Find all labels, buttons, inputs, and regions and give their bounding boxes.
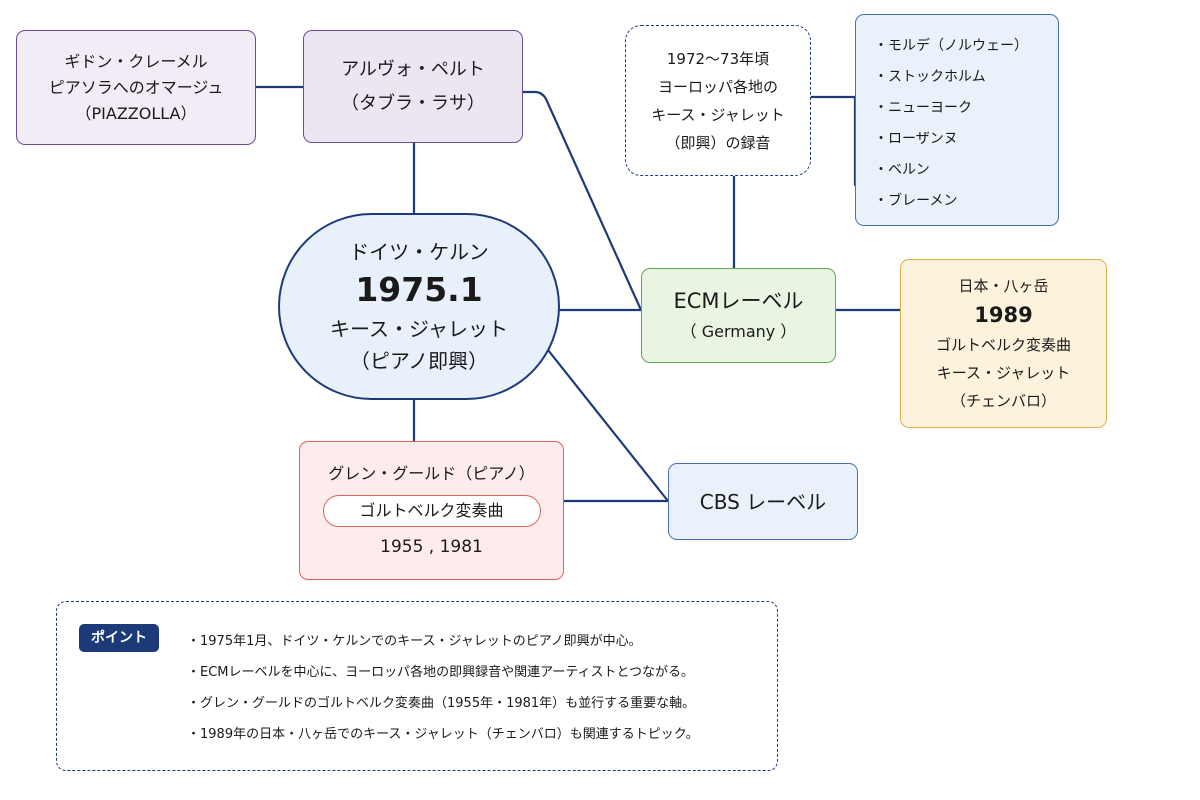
part-album: （タブラ・ラサ） bbox=[341, 92, 485, 114]
link-center-cbs bbox=[546, 348, 670, 503]
recording-type: （即興）の録音 bbox=[665, 133, 771, 152]
node-cbs-label: CBS レーベル bbox=[668, 463, 858, 540]
node-recordings-note: 1972～73年頃 ヨーロッパ各地の キース・ジャレット （即興）の録音 bbox=[625, 25, 811, 176]
points-list: ・1975年1月、ドイツ・ケルンでのキース・ジャレットのピアノ即興が中心。 ・E… bbox=[187, 626, 699, 750]
ecm-country: （ Germany ） bbox=[680, 321, 797, 341]
points-panel: ポイント ・1975年1月、ドイツ・ケルンでのキース・ジャレットのピアノ即興が中… bbox=[56, 601, 778, 771]
yatsugatake-artist: キース・ジャレット bbox=[936, 363, 1071, 382]
part-artist: アルヴォ・ペルト bbox=[341, 58, 485, 80]
ecm-name: ECMレーベル bbox=[673, 288, 804, 313]
link-recording-cities bbox=[809, 95, 857, 187]
center-node-koln-concert: ドイツ・ケルン 1975.1 キース・ジャレット （ピアノ即興） bbox=[278, 213, 560, 400]
gould-years: 1955 , 1981 bbox=[380, 536, 483, 557]
node-ecm-label: ECMレーベル （ Germany ） bbox=[641, 268, 836, 363]
yatsugatake-year: 1989 bbox=[974, 302, 1033, 327]
center-artist: キース・ジャレット bbox=[330, 316, 508, 341]
point-item: ・ECMレーベルを中心に、ヨーロッパ各地の即興録音や関連アーティストとつながる。 bbox=[187, 665, 695, 680]
point-item: ・1989年の日本・八ヶ岳でのキース・ジャレット（チェンバロ）も関連するトピック… bbox=[187, 727, 699, 742]
yatsugatake-work: ゴルトベルク変奏曲 bbox=[935, 335, 1071, 354]
gould-work-pill: ゴルトベルク変奏曲 bbox=[322, 494, 541, 527]
link-part-ecm bbox=[521, 90, 643, 312]
kremer-artist: ギドン・クレーメル bbox=[64, 51, 208, 71]
gould-artist: グレン・グールド（ピアノ） bbox=[328, 463, 535, 483]
point-item: ・1975年1月、ドイツ・ケルンでのキース・ジャレットのピアノ即興が中心。 bbox=[187, 634, 642, 649]
city-item: ・ニューヨーク bbox=[874, 100, 972, 116]
city-item: ・モルデ（ノルウェー） bbox=[874, 38, 1028, 54]
recording-places: ヨーロッパ各地の bbox=[657, 77, 778, 96]
node-yatsugatake: 日本・八ヶ岳 1989 ゴルトベルク変奏曲 キース・ジャレット （チェンバロ） bbox=[900, 259, 1107, 428]
yatsugatake-location: 日本・八ヶ岳 bbox=[958, 276, 1049, 295]
center-date: 1975.1 bbox=[355, 269, 483, 309]
node-part: アルヴォ・ペルト （タブラ・ラサ） bbox=[303, 30, 523, 143]
city-item: ・ベルン bbox=[874, 162, 930, 178]
city-item: ・ブレーメン bbox=[874, 193, 958, 209]
points-badge: ポイント bbox=[79, 624, 159, 652]
recording-artist: キース・ジャレット bbox=[651, 105, 785, 124]
point-item: ・グレン・グールドのゴルトベルク変奏曲（1955年・1981年）も並行する重要な… bbox=[187, 696, 696, 711]
kremer-subtitle: （PIAZZOLLA） bbox=[75, 103, 197, 123]
city-item: ・ストックホルム bbox=[874, 69, 986, 85]
cbs-name: CBS レーベル bbox=[699, 489, 827, 514]
city-item: ・ローザンヌ bbox=[874, 131, 958, 147]
recording-period: 1972～73年頃 bbox=[666, 49, 770, 68]
node-kremer: ギドン・クレーメル ピアソラへのオマージュ （PIAZZOLLA） bbox=[16, 30, 256, 145]
center-location: ドイツ・ケルン bbox=[349, 239, 489, 264]
node-gould: グレン・グールド（ピアノ） ゴルトベルク変奏曲 1955 , 1981 bbox=[299, 441, 564, 580]
kremer-album: ピアソラへのオマージュ bbox=[48, 77, 224, 97]
center-genre: （ピアノ即興） bbox=[349, 348, 489, 373]
node-cities-list: ・モルデ（ノルウェー） ・ストックホルム ・ニューヨーク ・ローザンヌ ・ベルン… bbox=[855, 14, 1059, 226]
yatsugatake-instrument: （チェンバロ） bbox=[950, 391, 1056, 410]
